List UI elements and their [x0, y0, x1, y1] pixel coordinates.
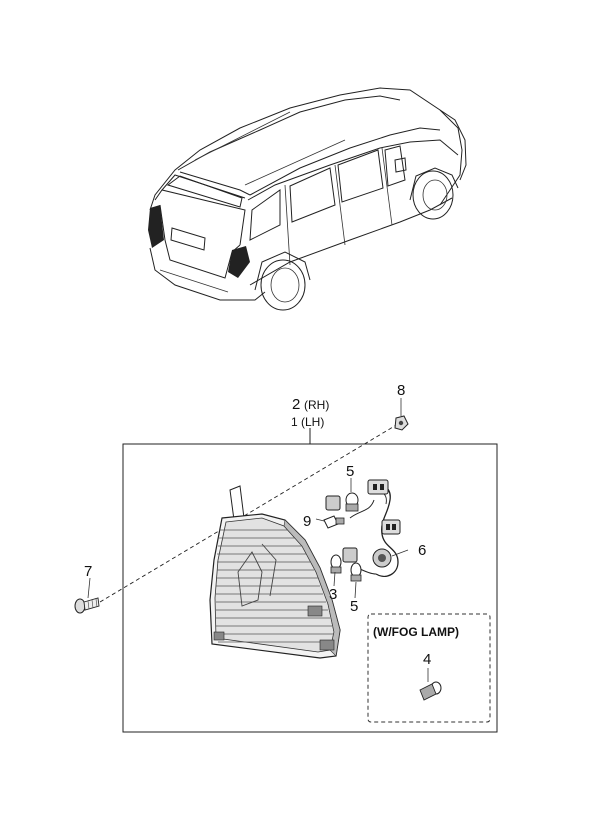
- tail-lamp-assembly: [209, 485, 341, 659]
- leader-5-bottom: [354, 581, 357, 599]
- bulb-5-top: [345, 492, 359, 512]
- bulb-5-bottom: [350, 562, 362, 582]
- fog-lamp-option-box: [367, 613, 491, 723]
- leader-3: [333, 571, 336, 587]
- leader-9: [315, 518, 325, 522]
- vehicle-illustration: [148, 87, 467, 311]
- bulb-3: [330, 554, 342, 574]
- socket-lower: [342, 547, 358, 563]
- socket-upper: [325, 495, 341, 511]
- label-part-2: 2: [292, 396, 300, 413]
- fog-lamp-option-title: (W/FOG LAMP): [373, 625, 459, 639]
- label-part-9: 9: [303, 513, 311, 530]
- label-part-5-top: 5: [346, 463, 354, 480]
- label-part-6: 6: [418, 542, 426, 559]
- socket-wiring-assembly: [349, 479, 401, 577]
- bulb-9: [323, 515, 345, 529]
- leader-7: [87, 577, 91, 599]
- label-part-3: 3: [329, 586, 337, 603]
- label-part-8: 8: [397, 382, 405, 399]
- label-part-1: 1 (LH): [291, 415, 324, 429]
- rear-lamp-left: [148, 205, 164, 248]
- leader-6: [391, 549, 409, 557]
- bulb-4: [419, 681, 442, 701]
- assembly-dash-line: [99, 423, 399, 603]
- rear-lamp-right: [228, 246, 250, 278]
- nut-8: [394, 415, 409, 431]
- label-part-5-bottom: 5: [350, 598, 358, 615]
- label-part-7: 7: [84, 563, 92, 580]
- label-part-4: 4: [423, 651, 431, 668]
- label-part-2-side: (RH): [304, 398, 329, 412]
- screw-7: [74, 597, 100, 614]
